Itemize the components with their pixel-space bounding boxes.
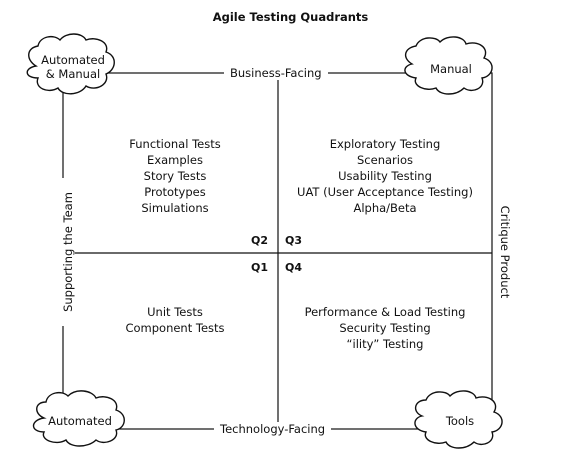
cloud-top-right-line-1: Manual [430,62,472,76]
cloud-bottom-right [414,390,503,449]
q4-item: Security Testing [339,321,431,335]
q2-item: Story Tests [143,169,207,183]
q2-item: Simulations [141,201,209,215]
cloud-bottom-right-text: Tools [420,414,500,428]
cloud-top-left-text: Automated & Manual [38,53,108,81]
axis-right-label: Critique Product [498,193,512,311]
axis-top-label: Business-Facing [224,66,328,80]
axis-left-label: Supporting the Team [61,178,75,326]
q3-item: Alpha/Beta [353,201,417,215]
q2-label: Q2 [251,234,269,247]
cloud-bottom-left [32,390,125,447]
q1-item: Unit Tests [147,305,203,319]
cloud-top-right-text: Manual [412,62,490,76]
axis-bottom-label: Technology-Facing [214,422,332,436]
q1-item: Component Tests [125,321,225,335]
q1-label: Q1 [251,261,269,274]
q4-label: Q4 [285,261,303,274]
q2-item: Functional Tests [129,137,221,151]
cloud-top-left-line-2: & Manual [45,67,101,81]
q2-item: Examples [147,153,203,167]
cloud-bottom-right-line-1: Tools [445,414,475,428]
q3-item: Usability Testing [338,169,432,183]
q3-item: Exploratory Testing [329,137,441,151]
cloud-top-right [404,36,493,95]
q3-item: UAT (User Acceptance Testing) [297,185,473,199]
q3-item: Scenarios [357,153,413,167]
q3-items: Exploratory Testing Scenarios Usability … [280,136,490,216]
q1-items: Unit Tests Component Tests [90,304,260,336]
cloud-top-left [26,33,115,95]
q4-items: Performance & Load Testing Security Test… [280,304,490,352]
cloud-bottom-left-line-1: Automated [48,414,112,428]
q3-label: Q3 [285,234,303,247]
q2-item: Prototypes [144,185,206,199]
cloud-top-left-line-1: Automated [41,53,105,67]
diagram-title: Agile Testing Quadrants [212,10,369,24]
q4-item: “ility” Testing [346,337,424,351]
q4-item: Performance & Load Testing [304,305,466,319]
cloud-bottom-left-text: Automated [40,414,120,428]
q2-items: Functional Tests Examples Story Tests Pr… [90,136,260,216]
